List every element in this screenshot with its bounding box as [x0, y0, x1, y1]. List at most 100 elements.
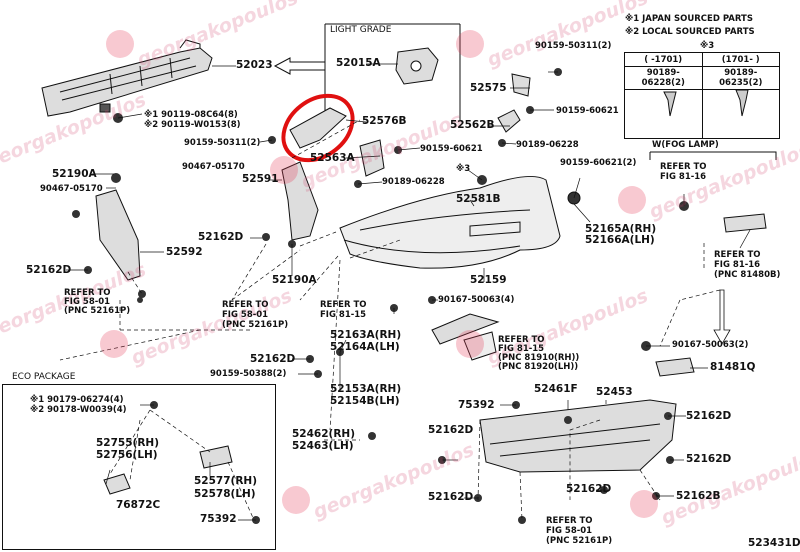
watermark-logo [456, 330, 484, 358]
clip-table-header: ( -1701) [624, 52, 703, 67]
part-label: 52162B [676, 490, 721, 502]
retainer-52576b-part [289, 107, 347, 149]
part-label: 76872C [116, 499, 161, 511]
part-label: 52162D [566, 483, 612, 495]
clip-table-header: (1701- ) [701, 52, 780, 67]
refer-note: (PNC 81480B) [714, 270, 781, 280]
part-label: 52159 [470, 274, 507, 286]
refer-note: (PNC 52161P) [546, 536, 613, 546]
part-label: 75392 [200, 513, 237, 525]
part-label: 52578(LH) [194, 488, 256, 500]
part-label: 90159-50311(2) [535, 41, 612, 51]
refer-note: (PNC 81910(RH)) [498, 353, 580, 363]
part-label: 90189-06228 [516, 140, 579, 150]
bumper-cover-part [339, 175, 561, 269]
refer-note: FIG 58-01 [546, 526, 593, 536]
refer-note: REFER TO [64, 288, 111, 298]
diagram-id: 523431D [748, 537, 800, 549]
part-label: 52154B(LH) [330, 395, 400, 407]
legend-note-2: ※2 LOCAL SOURCED PARTS [625, 27, 755, 37]
part-label: 90167-50063(4) [438, 295, 515, 305]
part-label: 52162D [428, 491, 474, 503]
refer-note: REFER TO [660, 162, 707, 172]
part-label: 90167-50063(2) [672, 340, 749, 350]
watermark-logo [100, 330, 128, 358]
part-label: 52577(RH) [194, 475, 257, 487]
watermark-logo [106, 30, 134, 58]
part-label: 52163A(RH) [330, 329, 402, 341]
arrow-shape [273, 57, 326, 75]
refer-note: FIG 81-16 [660, 172, 707, 182]
part-label: 52190A [272, 274, 317, 286]
refer-note: REFER TO [546, 516, 593, 526]
part-label: 52463(LH) [292, 440, 354, 452]
highlight-circle [281, 93, 355, 163]
part-label: 52162D [428, 424, 474, 436]
part-label: 52563A [310, 152, 355, 164]
clip-spec-table: ( -1701) (1701- ) 90189-06228(2) 90189-0… [624, 52, 780, 139]
part-label: 90159-60621 [556, 106, 619, 116]
refer-note: REFER TO [222, 300, 269, 310]
part-label: 52756(LH) [96, 449, 158, 461]
part-label: 52576B [362, 115, 407, 127]
clip-table-value: 90189-06228(2) [624, 66, 703, 90]
part-label: 90159-50311(2) [184, 138, 261, 148]
part-label: 90467-05170 [40, 184, 103, 194]
part-label: 52023 [236, 59, 273, 71]
bumper-reinforcement-part [41, 39, 213, 117]
side-support-part [95, 189, 141, 281]
part-label: 75392 [458, 399, 495, 411]
clip-table-value: 90189-06235(2) [701, 66, 780, 90]
part-label: 52015A [336, 57, 381, 69]
part-label: ※2 90178-W0039(4) [30, 405, 127, 415]
leader-lines [66, 63, 751, 521]
refer-note: FIG 81-16 [714, 260, 761, 270]
part-label: 52162D [250, 353, 296, 365]
part-label: 90159-60621 [420, 144, 483, 154]
side-retainer-part [281, 161, 319, 241]
part-label: 52165A(RH) [585, 223, 657, 235]
part-label: ※3 [456, 164, 471, 174]
clip-image-cell [624, 89, 703, 139]
part-label: 90189-06228 [382, 177, 445, 187]
refer-note: FIG 81-15 [320, 310, 367, 320]
part-label: ※2 90119-W0153(8) [144, 120, 241, 130]
refer-note: (PNC 81920(LH)) [498, 362, 579, 372]
fog-lamp-title: W(FOG LAMP) [652, 140, 719, 150]
refer-note: FIG 81-15 [498, 344, 545, 354]
watermark-logo [282, 486, 310, 514]
part-label: 52162D [686, 453, 732, 465]
part-label: 90467-05170 [182, 162, 245, 172]
part-label: 52581B [456, 193, 501, 205]
clip-image-cell [701, 89, 780, 139]
part-label: 52162D [198, 231, 244, 243]
part-label: 52562B [450, 119, 495, 131]
refer-note: FIG 58-01 [222, 310, 269, 320]
part-label: 52575 [470, 82, 507, 94]
legend-note-3: ※3 [700, 41, 715, 51]
refer-note: REFER TO [498, 335, 545, 345]
part-label: 52164A(LH) [330, 341, 400, 353]
part-label: 52162D [686, 410, 732, 422]
light-grade-title: LIGHT GRADE [330, 25, 392, 35]
part-label: 52190A [52, 168, 97, 180]
refer-note: FIG 58-01 [64, 297, 111, 307]
part-label: 81481Q [710, 361, 756, 373]
refer-note: (PNC 52161P) [222, 320, 289, 330]
refer-note: REFER TO [714, 250, 761, 260]
part-label: ※1 90119-08C64(8) [144, 110, 238, 120]
part-label: 52461F [534, 383, 578, 395]
part-label: 52166A(LH) [585, 234, 655, 246]
legend-note-1: ※1 JAPAN SOURCED PARTS [625, 14, 753, 24]
part-label: 52591 [242, 173, 279, 185]
bracket-52575-part [511, 73, 531, 97]
refer-note: REFER TO [320, 300, 367, 310]
lower-bumper-part [479, 399, 677, 473]
part-label: 52153A(RH) [330, 383, 402, 395]
watermark-logo [630, 490, 658, 518]
watermark-logo [618, 186, 646, 214]
refer-note: (PNC 52161P) [64, 306, 131, 316]
part-label: ※1 90179-06274(4) [30, 395, 124, 405]
